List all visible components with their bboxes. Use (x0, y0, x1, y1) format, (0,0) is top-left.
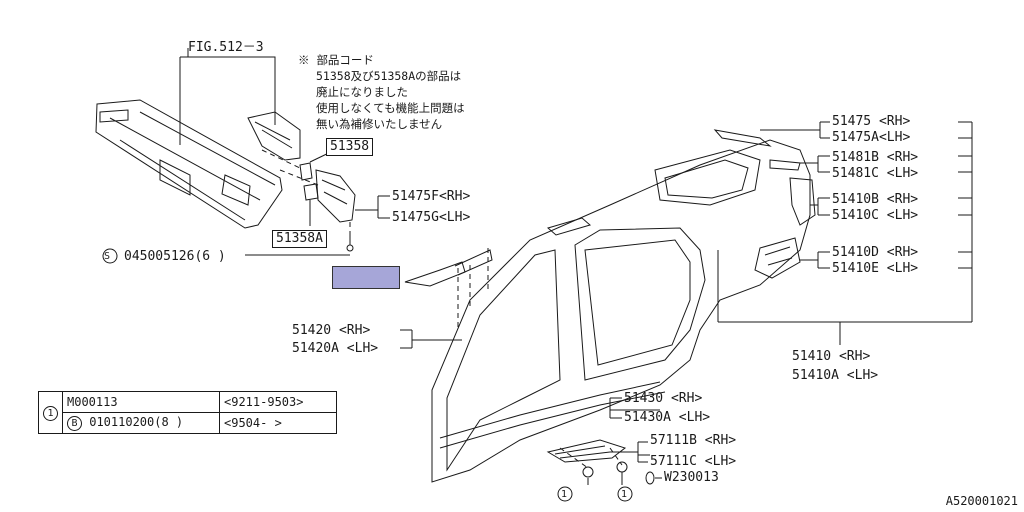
part-label-51410[interactable]: 51410 <RH> (792, 349, 871, 364)
part-label-51410b[interactable]: 51410B <RH> (832, 192, 919, 207)
discontinued-note: ※ 部品コード 51358及び51358Aの部品は 廃止になりました 使用しなく… (298, 52, 465, 132)
ref-marker-1-right (617, 486, 633, 502)
part-label-51410a[interactable]: 51410A <LH> (792, 368, 879, 383)
note-line-2: 51358及び51358Aの部品は (316, 69, 462, 83)
bolt-b-symbol: B (67, 416, 82, 431)
part-label-51475g[interactable]: 51475G<LH> (392, 210, 471, 225)
boxed-part-51358a[interactable]: 51358A (272, 230, 327, 248)
part-label-57111b[interactable]: 57111B <RH> (650, 433, 737, 448)
boxed-part-51358[interactable]: 51358 (326, 138, 374, 156)
ref-marker-right-text: 1 (621, 489, 628, 500)
part-label-51420a[interactable]: 51420A <LH> (292, 341, 379, 356)
part-label-51430[interactable]: 51430 <RH> (624, 391, 703, 406)
note-line-1: ※ 部品コード (298, 53, 374, 67)
table-row: 1 M000113 <9211-9503> (38, 391, 337, 434)
bolt-symbol-circle (102, 248, 118, 264)
side-panel-drawing (431, 129, 816, 483)
table-part-cell[interactable]: B 010110200(8 ) (62, 412, 220, 434)
clip-tab-drawing (454, 249, 493, 276)
dashed-leaders (261, 149, 623, 469)
part-label-51410e[interactable]: 51410E <LH> (832, 261, 919, 276)
variant-table: 1 M000113 <9211-9503> B 010110200(8 ) <9… (38, 391, 337, 434)
part-label-51481c[interactable]: 51481C <LH> (832, 166, 919, 181)
ref-marker-left-text: 1 (561, 489, 568, 500)
part-label-51475a[interactable]: 51475A<LH> (832, 130, 911, 145)
clip-drawing (404, 261, 466, 287)
ref-marker-1-left (557, 486, 573, 502)
table-marker: 1 (43, 405, 58, 421)
table-range-cell: <9211-9503> (219, 391, 337, 413)
highlighted-part-marker[interactable] (332, 266, 400, 289)
note-line-3: 廃止になりました (316, 85, 408, 99)
leader-lines (179, 48, 973, 485)
table-marker-cell: 1 (38, 391, 63, 434)
part-label-51420[interactable]: 51420 <RH> (292, 323, 371, 338)
table-range-cell: <9504- > (219, 412, 337, 434)
bolt-part-label[interactable]: 045005126(6 ) (124, 249, 226, 264)
part-label-57111c[interactable]: 57111C <LH> (650, 454, 737, 469)
part-label-51475f[interactable]: 51475F<RH> (392, 189, 471, 204)
rear-panel-drawing (95, 99, 301, 229)
part-label-51410c[interactable]: 51410C <LH> (832, 208, 919, 223)
table-row: B 010110200(8 ) <9504- > (39, 412, 337, 434)
sill-bracket-drawing (546, 439, 655, 485)
footer-code: A520001021 (945, 494, 1018, 508)
bolt-symbol: S (104, 251, 111, 262)
part-label-51475[interactable]: 51475 <RH> (832, 114, 911, 129)
fig-ref-label[interactable]: FIG.512－3 (188, 40, 264, 55)
note-line-5: 無い為補修いたしません (316, 117, 443, 131)
part-label-51481b[interactable]: 51481B <RH> (832, 150, 919, 165)
part-label-51410d[interactable]: 51410D <RH> (832, 245, 919, 260)
note-line-4: 使用しなくても機能上問題は (316, 101, 465, 115)
part-label-w230013[interactable]: W230013 (664, 470, 719, 485)
table-part-cell[interactable]: M000113 (62, 391, 220, 413)
part-label-51430a[interactable]: 51430A <LH> (624, 410, 711, 425)
